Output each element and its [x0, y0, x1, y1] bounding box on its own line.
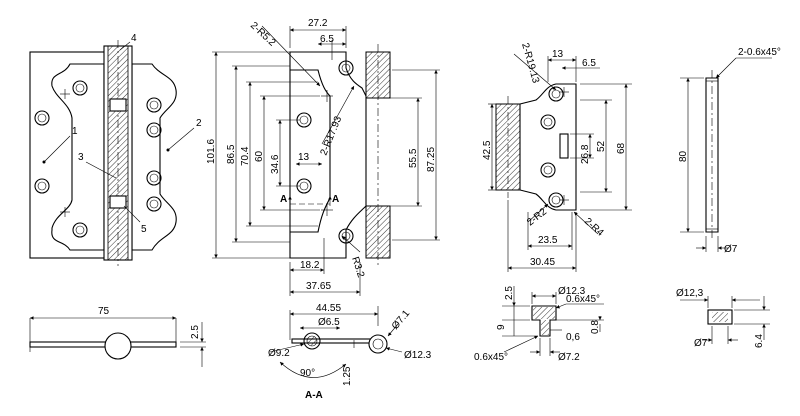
callout-3-leader [85, 161, 117, 179]
callout-3: 3 [78, 152, 84, 163]
dim-2-r4: 2-R4 [582, 216, 606, 239]
dim-1-25: 1.25 [342, 366, 353, 386]
dim-70-4: 70.4 [240, 146, 251, 166]
dim-75: 75 [98, 306, 110, 317]
washer-body [707, 309, 733, 325]
dim-80: 80 [678, 150, 689, 162]
section-marker-left: A [280, 194, 287, 205]
right-butterfly-leaf [131, 63, 177, 251]
plate-outline [519, 83, 577, 211]
dim-2-r5-2: 2-R5.2 [248, 20, 278, 49]
dim-26-8: 26.8 [580, 144, 591, 164]
lower-bushing [109, 195, 127, 209]
dim-87-25: 87.25 [426, 147, 437, 172]
dim-23-5: 23.5 [538, 235, 558, 246]
mating-leaf-top [365, 51, 391, 99]
section-marker-right: A [332, 194, 339, 205]
dim-d7-1: Ø7.1 [390, 308, 413, 332]
dim-d12-3: Ø12.3 [558, 286, 586, 297]
front-screw-holes [34, 80, 162, 238]
plate-slot [559, 133, 569, 159]
dim-d6-5: Ø6.5 [318, 317, 340, 328]
dim-0-8: 0.8 [590, 320, 601, 334]
dim-2-5: 2.5 [504, 286, 515, 300]
washer-view: Ø12,3 Ø7 6.4 [676, 288, 770, 349]
dim-34-6: 34.6 [270, 154, 281, 174]
dim-6-5: 6.5 [320, 34, 334, 45]
dim-d12-3: Ø12.3 [404, 350, 432, 361]
dim-30-45: 30.45 [530, 257, 555, 268]
callout-4: 4 [131, 33, 137, 44]
upper-bushing [109, 98, 127, 112]
dim-101-6: 101.6 [206, 139, 217, 164]
knuckle-circle [104, 332, 132, 360]
cutout-leaf-outline [51, 63, 105, 251]
top-view: 75 2.5 [29, 306, 206, 367]
dim-d9-2: Ø9.2 [268, 348, 290, 359]
dim-0-6: 0,6 [566, 332, 580, 343]
dim-42-5: 42.5 [482, 140, 493, 160]
plate-screw-holes [540, 86, 564, 208]
chamfer-bottom: 0.6x45° [474, 352, 508, 363]
dim-55-5: 55.5 [408, 148, 419, 168]
dim-52: 52 [596, 140, 607, 152]
dim-44-55: 44.55 [316, 303, 341, 314]
section-hole [303, 332, 321, 350]
dim-27-2: 27.2 [308, 18, 328, 29]
pin-view: 2-0.6x45° 80 Ø7 [678, 47, 781, 255]
section-aa-view: 44.55 Ø6.5 Ø7.1 Ø12.3 Ø9.2 90° 1.25 A-A [268, 303, 432, 401]
dim-9: 9 [496, 324, 507, 330]
dim-2-r19-13: 2-R19.13 [519, 42, 541, 85]
dim-d12-3: Ø12,3 [676, 288, 704, 299]
cutout-profile [290, 69, 331, 233]
bushing-body [531, 305, 557, 337]
center-view: A A 27.2 6.5 2-R5.2 2-R17.93 101.6 86.5 … [206, 18, 440, 296]
dim-37-65: 37.65 [306, 281, 331, 292]
callout-2: 2 [196, 118, 202, 129]
pin-chamfer: 2-0.6x45° [738, 47, 781, 58]
callout-5: 5 [141, 224, 147, 235]
dim-68: 68 [616, 142, 627, 154]
leaves-edge [29, 341, 177, 348]
callout-1: 1 [72, 126, 78, 137]
dim-r3-2: R3.2 [349, 256, 366, 280]
dim-d7: Ø7 [694, 338, 708, 349]
dim-2-r2: 2-R2 [525, 206, 549, 228]
butterfly-leaf-outline [289, 51, 367, 259]
callout-1-leader [43, 135, 71, 163]
right-plate-view: 2-R19.13 13 6.5 42.5 26.8 52 68 2-R2 2-R… [482, 42, 632, 272]
dim-6-4: 6.4 [754, 334, 765, 348]
dim-18-2: 18.2 [300, 260, 320, 271]
dim-2-5: 2.5 [190, 325, 201, 339]
pin-body [705, 77, 719, 233]
dim-86-5: 86.5 [226, 144, 237, 164]
dim-13: 13 [298, 152, 310, 163]
callout-4-leader [119, 41, 131, 51]
callout-2-leader [167, 127, 195, 151]
dim-angle-90: 90° [300, 368, 315, 379]
front-center-marks [60, 89, 70, 217]
front-view: 1 2 3 4 5 [29, 33, 202, 266]
bushing-view: Ø12.3 0.6x45° 2.5 9 0,6 0.8 0.6x45° Ø7.2 [474, 286, 604, 363]
dim-13: 13 [552, 49, 564, 60]
dim-6-5: 6.5 [582, 58, 596, 69]
callout-5-leader [123, 205, 141, 223]
chamfer-top: 0.6x45° [566, 294, 600, 305]
dim-2-r17-93: 2-R17.93 [319, 114, 345, 157]
dim-d7-2: Ø7.2 [558, 352, 580, 363]
section-title: A-A [305, 390, 323, 401]
dim-60: 60 [254, 150, 265, 162]
section-knuckle [368, 334, 388, 354]
dim-d7: Ø7 [724, 244, 738, 255]
angle-arc [279, 361, 347, 378]
